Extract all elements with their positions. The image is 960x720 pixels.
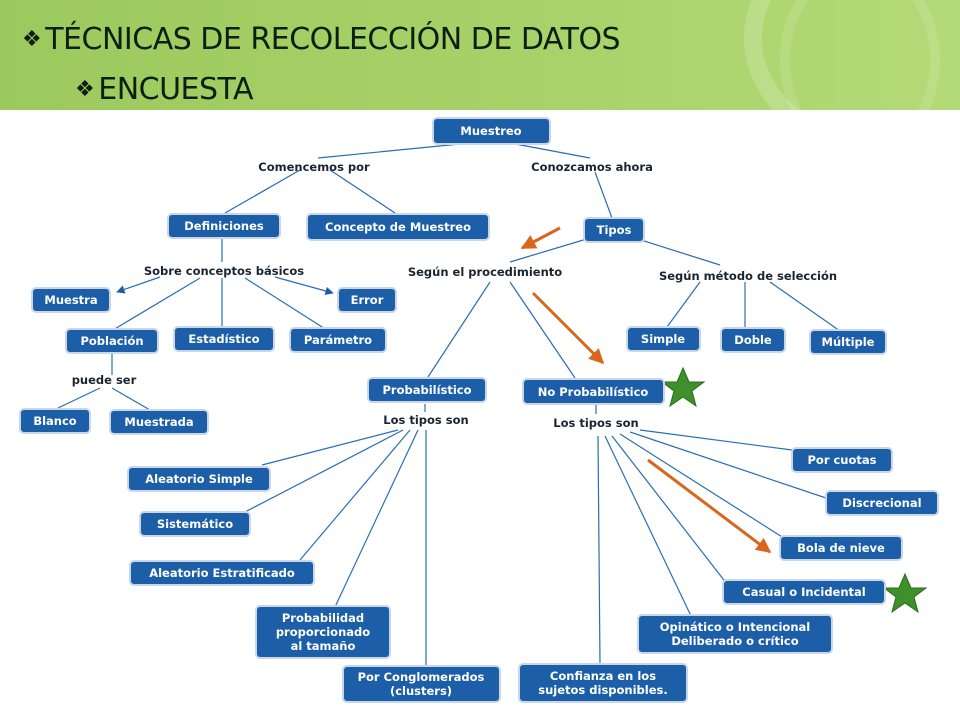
label-comencemos: Comencemos por	[258, 160, 370, 174]
label-conozcamos: Conozcamos ahora	[531, 160, 653, 174]
node-muestrada: Muestrada	[109, 409, 209, 435]
highlight-arrows	[520, 226, 772, 554]
node-confianza-sujetos: Confianza en los sujetos disponibles.	[518, 663, 688, 703]
svg-text:Confianza en los: Confianza en los	[550, 669, 656, 683]
svg-text:Tipos: Tipos	[597, 223, 632, 237]
node-sistematico: Sistemático	[139, 511, 251, 537]
node-multiple: Múltiple	[809, 329, 887, 355]
svg-text:Error: Error	[351, 293, 384, 307]
node-error: Error	[337, 287, 397, 313]
concept-map: Comencemos por Conozcamos ahora Sobre co…	[19, 117, 939, 703]
label-segun-procedimiento: Según el procedimiento	[408, 265, 562, 279]
connector-lines	[57, 142, 841, 666]
svg-text:Muestrada: Muestrada	[124, 415, 193, 429]
svg-text:Población: Población	[80, 334, 143, 348]
svg-text:Bola de nieve: Bola de nieve	[797, 541, 885, 555]
svg-text:sujetos disponibles.: sujetos disponibles.	[538, 683, 668, 697]
svg-text:Concepto de Muestreo: Concepto de Muestreo	[325, 220, 471, 234]
label-segun-metodo: Según método de selección	[659, 269, 837, 283]
diamond-bullet-icon: ❖	[75, 77, 95, 102]
node-definiciones: Definiciones	[167, 213, 281, 239]
svg-text:Deliberado o crítico: Deliberado o crítico	[671, 634, 798, 648]
svg-text:Probabilidad: Probabilidad	[282, 611, 364, 625]
svg-text:Probabilístico: Probabilístico	[382, 383, 471, 397]
node-concepto-muestreo: Concepto de Muestreo	[306, 213, 490, 241]
label-tipos-son: Los tipos son	[383, 413, 468, 427]
svg-text:Discrecional: Discrecional	[842, 496, 921, 510]
node-muestra: Muestra	[31, 287, 111, 313]
svg-text:al tamaño: al tamaño	[291, 639, 356, 653]
svg-text:Simple: Simple	[641, 332, 685, 346]
svg-text:Doble: Doble	[734, 333, 772, 347]
svg-text:Sistemático: Sistemático	[157, 517, 233, 531]
node-tipos: Tipos	[583, 217, 645, 243]
diamond-bullet-icon: ❖	[22, 27, 42, 52]
svg-text:Definiciones: Definiciones	[184, 219, 264, 233]
label-tipos-son: Los tipos son	[553, 416, 638, 430]
highlight-arrow	[531, 291, 605, 365]
slide-subtitle: ❖ENCUESTA	[75, 72, 254, 107]
node-por-cuotas: Por cuotas	[791, 447, 893, 473]
svg-text:Casual o Incidental: Casual o Incidental	[742, 585, 866, 599]
label-puede-ser: puede ser	[72, 373, 137, 387]
node-estadistico: Estadístico	[173, 326, 275, 352]
star-icon	[882, 572, 928, 614]
svg-text:Parámetro: Parámetro	[304, 333, 372, 347]
node-parametro: Parámetro	[289, 327, 387, 353]
node-por-conglomerados: Por Conglomerados (clusters)	[342, 665, 501, 703]
svg-text:Muestreo: Muestreo	[460, 124, 521, 138]
svg-text:Blanco: Blanco	[33, 414, 76, 428]
highlight-arrow	[647, 458, 772, 554]
node-no-probabilistico: No Probabilístico	[522, 378, 665, 405]
label-sobre-conceptos: Sobre conceptos básicos	[144, 264, 304, 278]
node-muestreo: Muestreo	[432, 117, 551, 145]
svg-text:Opinático o Intencional: Opinático o Intencional	[660, 620, 810, 634]
node-casual-incidental: Casual o Incidental	[722, 579, 886, 605]
slide-subtitle-text: ENCUESTA	[98, 72, 254, 107]
node-blanco: Blanco	[19, 408, 91, 434]
node-simple: Simple	[626, 326, 701, 352]
node-poblacion: Población	[65, 328, 159, 354]
star-icon	[660, 366, 706, 408]
svg-text:Muestra: Muestra	[44, 293, 97, 307]
slide-header: ❖TÉCNICAS DE RECOLECCIÓN DE DATOS ❖ENCUE…	[0, 0, 960, 110]
node-opinatico-intencional: Opinático o Intencional Deliberado o crí…	[637, 614, 833, 654]
svg-text:(clusters): (clusters)	[390, 684, 452, 698]
node-bola-de-nieve: Bola de nieve	[779, 535, 903, 561]
header-swirl-decoration	[780, 0, 940, 110]
slide-title: ❖TÉCNICAS DE RECOLECCIÓN DE DATOS	[22, 22, 621, 57]
svg-text:No Probabilístico: No Probabilístico	[538, 385, 649, 399]
highlight-stars	[660, 366, 928, 614]
node-discrecional: Discrecional	[825, 490, 939, 516]
node-aleatorio-estratificado: Aleatorio Estratificado	[129, 560, 315, 586]
svg-text:Aleatorio Estratificado: Aleatorio Estratificado	[149, 566, 295, 580]
svg-text:Múltiple: Múltiple	[822, 335, 875, 349]
node-probabilistico: Probabilístico	[367, 377, 487, 403]
highlight-arrow	[520, 226, 561, 250]
svg-text:Por Conglomerados: Por Conglomerados	[358, 670, 485, 684]
node-doble: Doble	[720, 327, 786, 353]
slide-title-text: TÉCNICAS DE RECOLECCIÓN DE DATOS	[45, 22, 621, 57]
svg-text:Aleatorio Simple: Aleatorio Simple	[145, 472, 253, 486]
node-probabilidad-proporcionado: Probabilidad proporcionado al tamaño	[255, 605, 391, 659]
node-aleatorio-simple: Aleatorio Simple	[127, 466, 271, 492]
svg-text:Por cuotas: Por cuotas	[807, 453, 876, 467]
svg-text:proporcionado: proporcionado	[276, 625, 370, 639]
svg-text:Estadístico: Estadístico	[188, 332, 259, 346]
